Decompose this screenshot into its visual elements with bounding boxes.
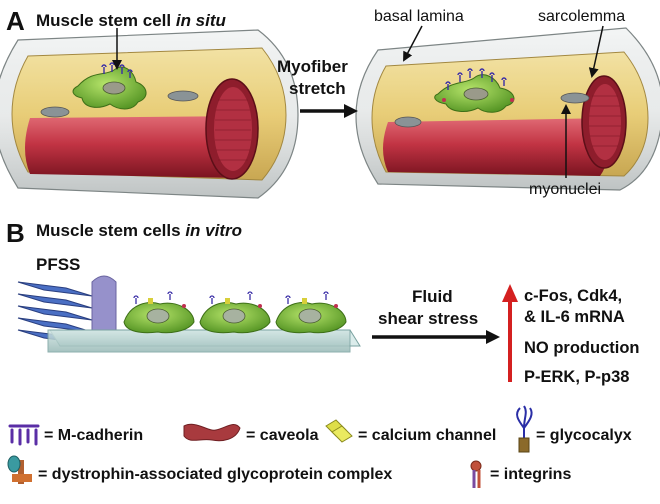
integrins-icon bbox=[470, 460, 482, 488]
muscle-stem-cell-in-situ bbox=[72, 62, 147, 110]
myofiber-stretch-arrow bbox=[300, 104, 358, 118]
glycocalyx-icon bbox=[516, 405, 533, 453]
caveola-icon bbox=[183, 423, 241, 442]
myofiber-stretch-label-2: stretch bbox=[289, 79, 346, 98]
legend-glycocalyx: = glycocalyx bbox=[536, 427, 632, 444]
stem-cells-in-vitro bbox=[123, 291, 347, 334]
myofiber-left bbox=[0, 29, 299, 199]
myonuclei-label: myonuclei bbox=[529, 181, 602, 198]
panel-a-title-text: Muscle stem cell bbox=[36, 11, 176, 30]
legend-m-cadherin: = M-cadherin bbox=[44, 427, 144, 444]
panel-a-pointers bbox=[112, 25, 604, 178]
panel-a-title: Muscle stem cell in situ bbox=[36, 12, 226, 29]
fluid-shear-stress-arrow bbox=[372, 330, 500, 344]
result-line-1: c-Fos, Cdk4, bbox=[524, 287, 623, 305]
pfss-label: PFSS bbox=[36, 255, 81, 274]
result-line-4: P-ERK, P-p38 bbox=[524, 368, 630, 386]
result-line-3: NO production bbox=[524, 339, 640, 357]
panel-b-title-text: Muscle stem cells bbox=[36, 221, 186, 240]
fluid-shear-label-2: shear stress bbox=[378, 309, 479, 328]
fluid-shear-label-1: Fluid bbox=[412, 287, 453, 306]
muscle-stem-cell-stretched bbox=[434, 68, 515, 113]
panel-b-title: Muscle stem cells in vitro bbox=[36, 222, 242, 239]
dystrophin-complex-icon bbox=[7, 455, 32, 484]
culture-plate bbox=[47, 329, 361, 353]
panel-letter-b: B bbox=[6, 218, 25, 248]
legend-caveola: = caveola bbox=[246, 427, 319, 444]
myofiber-stretch-label-1: Myofiber bbox=[277, 57, 348, 76]
m-cadherin-icon bbox=[8, 424, 40, 446]
result-line-2: & IL-6 mRNA bbox=[524, 308, 625, 326]
sarcolemma-label: sarcolemma bbox=[538, 8, 626, 25]
upregulation-arrow bbox=[502, 284, 518, 382]
panel-b-title-italic: in vitro bbox=[185, 221, 242, 240]
legend-integrins: = integrins bbox=[490, 466, 572, 483]
panel-a-title-italic: in situ bbox=[175, 11, 226, 30]
basal-lamina-label: basal lamina bbox=[374, 8, 464, 25]
calcium-channel-icon bbox=[325, 419, 353, 443]
panel-letter-a: A bbox=[6, 6, 25, 36]
legend-dgc: = dystrophin-associated glycoprotein com… bbox=[38, 466, 393, 483]
myofiber-right-stretched bbox=[355, 27, 660, 191]
legend-calcium-channel: = calcium channel bbox=[358, 427, 497, 444]
